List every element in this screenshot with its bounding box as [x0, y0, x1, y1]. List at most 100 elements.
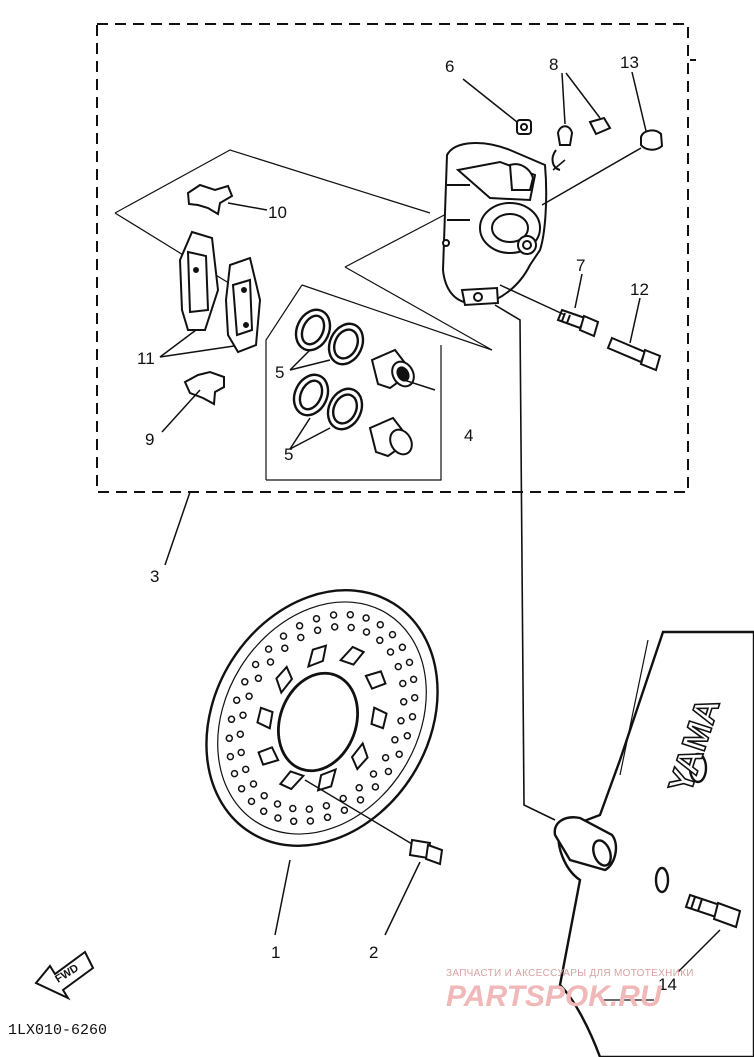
disc-vent-hole — [254, 674, 263, 683]
disc-vent-hole — [356, 796, 365, 804]
callout-8: 8 — [549, 55, 558, 74]
disc-vent-hole — [259, 807, 268, 816]
disc-vent-hole — [347, 623, 355, 632]
disc-vent-hole — [381, 753, 390, 762]
disc-vent-hole — [279, 632, 288, 640]
disc-vent-hole — [369, 770, 378, 778]
disc-vent-hole — [249, 780, 258, 788]
callout-2: 2 — [369, 943, 378, 962]
disc-vent-hole — [251, 660, 260, 669]
disc-vent-hole — [323, 813, 332, 822]
disc-vent-hole — [355, 784, 363, 792]
disc-vent-hole — [371, 783, 380, 791]
drawing-code: 1LX010-6260 — [8, 1022, 107, 1039]
disc-vent-hole — [399, 679, 407, 688]
disc-vent-hole — [241, 765, 250, 774]
disc-vent-hole — [274, 814, 282, 822]
disc-vent-hole — [403, 732, 412, 740]
watermark-site: PARTSPOK.RU — [446, 980, 663, 1013]
disc-cutout — [370, 706, 388, 730]
disc-vent-hole — [409, 675, 418, 684]
callout-3: 3 — [150, 567, 159, 586]
brake-disc — [205, 589, 439, 847]
callout-12: 12 — [630, 280, 649, 299]
disc-vent-hole — [386, 648, 395, 656]
disc-vent-hole — [398, 643, 407, 652]
bleed-nut — [516, 119, 532, 135]
callout-5b: 5 — [284, 445, 293, 464]
disc-cutout — [364, 670, 387, 690]
disc-vent-hole — [408, 712, 417, 721]
brake-pads — [178, 230, 262, 354]
disc-vent-hole — [329, 611, 338, 619]
caliper-pin-bolt — [556, 308, 600, 338]
disc-vent-hole — [236, 730, 245, 738]
disc-cutout — [306, 644, 328, 669]
callout-7: 7 — [576, 256, 585, 275]
disc-vent-hole — [247, 797, 256, 806]
disc-vent-hole — [306, 817, 315, 825]
disc-vent-hole — [266, 658, 275, 666]
disc-vent-hole — [227, 715, 236, 724]
disc-vent-hole — [410, 693, 419, 702]
disc-cutout — [338, 645, 366, 666]
disc-vent-hole — [391, 736, 399, 744]
front-fork-leg — [553, 630, 754, 1057]
bleed-screw-and-cap — [551, 116, 612, 171]
pad-spring-lower — [183, 370, 225, 406]
disc-vent-hole — [384, 767, 393, 776]
disc-vent-hole — [260, 791, 268, 800]
disc-cutout — [350, 741, 369, 771]
disc-vent-hole — [405, 658, 414, 667]
disc-vent-hole — [362, 628, 371, 636]
callout-9: 9 — [145, 430, 154, 449]
watermark-caption: ЗАПЧАСТИ И АКСЕССУАРЫ ДЛЯ МОТОТЕХНИКИ — [446, 968, 694, 979]
disc-vent-hole — [330, 623, 339, 631]
disc-bolt — [408, 838, 444, 866]
disc-vent-hole — [230, 769, 239, 778]
disc-vent-hole — [232, 696, 241, 704]
callout-4: 4 — [464, 426, 473, 445]
disc-vent-hole — [239, 711, 247, 719]
disc-vent-hole — [397, 717, 405, 725]
disc-vent-hole — [289, 804, 297, 813]
caliper-body — [441, 142, 548, 307]
disc-vent-hole — [226, 752, 235, 761]
disc-vent-hole — [362, 614, 370, 622]
pin-plug — [640, 129, 664, 151]
disc-vent-hole — [394, 662, 403, 671]
disc-cutout — [278, 770, 306, 791]
disc-vent-hole — [305, 805, 314, 813]
piston-seals — [292, 308, 365, 431]
caliper-mount-bolt — [606, 336, 662, 372]
disc-vent-hole — [264, 645, 273, 653]
callout-6: 6 — [445, 57, 454, 76]
disc-vent-hole — [376, 620, 385, 629]
seal-kit-outline — [265, 211, 493, 481]
caliper-to-fork-leader — [494, 304, 556, 821]
disc-cutout — [275, 665, 294, 695]
disc-vent-hole — [237, 784, 246, 793]
callout-10: 10 — [268, 203, 287, 222]
disc-vent-hole — [395, 750, 403, 758]
fork-bolt — [684, 893, 742, 929]
disc-vent-hole — [297, 633, 305, 642]
disc-vent-hole — [399, 698, 408, 706]
pistons — [368, 348, 415, 458]
disc-vent-hole — [388, 630, 397, 639]
disc-vent-hole — [322, 801, 331, 810]
disc-vent-hole — [346, 610, 355, 619]
callout-1: 1 — [271, 943, 280, 962]
caliper-assembly-frame — [96, 23, 689, 493]
disc-vent-hole — [313, 626, 322, 635]
disc-vent-hole — [289, 817, 298, 826]
part-callouts: 1 2 3 4 5 5 6 7 8 9 10 11 12 13 14 — [137, 53, 677, 994]
disc-vent-hole — [245, 692, 253, 700]
disc-vent-hole — [225, 734, 234, 743]
forward-direction-badge — [34, 950, 95, 1001]
disc-vent-hole — [273, 800, 282, 808]
callout-5a: 5 — [275, 363, 284, 382]
disc-vent-hole — [339, 794, 347, 803]
disc-cutout — [316, 767, 338, 792]
